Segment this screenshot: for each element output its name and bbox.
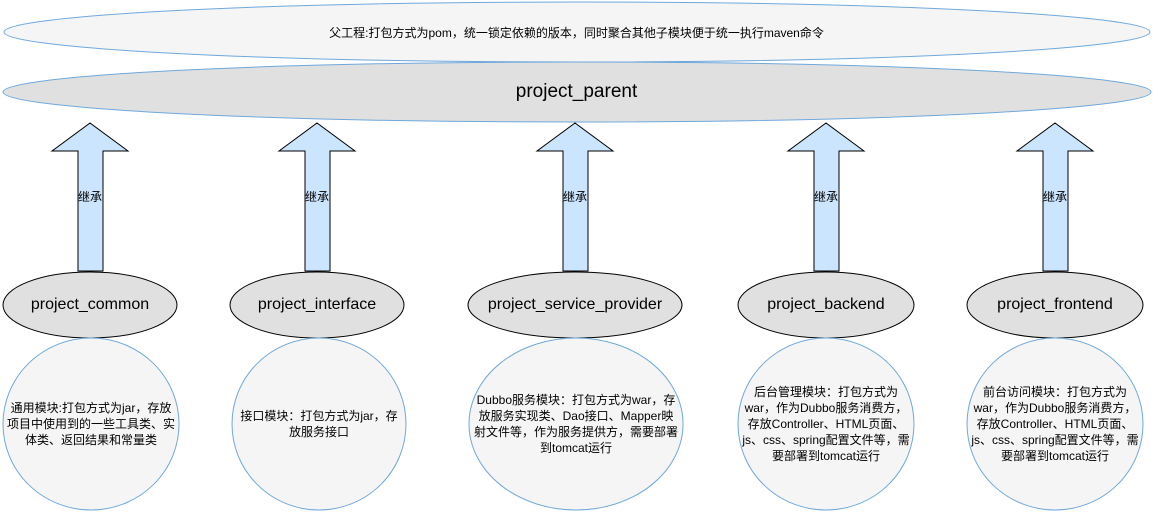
module-desc-service-provider: Dubbo服务模块：打包方式为war，存放服务实现类、Dao接口、Mapper映… xyxy=(473,393,678,455)
top-note-text: 父工程:打包方式为pom，统一锁定依赖的版本，同时聚合其他子模块便于统一执行ma… xyxy=(329,25,824,40)
inherit-arrow-3 xyxy=(535,122,615,272)
module-desc-backend: 后台管理模块：打包方式为war，作为Dubbo服务消费方，存放Controlle… xyxy=(742,385,910,463)
desc-ellipse-2 xyxy=(231,337,407,511)
inherit-label-2: 继承 xyxy=(304,189,329,204)
desc-ellipse-5 xyxy=(966,337,1144,511)
inherit-label-3: 继承 xyxy=(562,189,587,204)
module-label-backend: project_backend xyxy=(767,296,885,313)
module-desc-common: 通用模块:打包方式为jar，存放项目中使用到的一些工具类、实体类、返回结果和常量… xyxy=(7,401,176,447)
module-label-service-provider: project_service_provider xyxy=(487,296,663,313)
desc-ellipse-1 xyxy=(2,337,180,511)
module-label-interface: project_interface xyxy=(257,296,377,313)
inherit-arrow-2 xyxy=(277,122,357,272)
module-label-frontend: project_frontend xyxy=(997,296,1113,313)
inherit-label-1: 继承 xyxy=(77,189,102,204)
module-label-common: project_common xyxy=(30,296,150,313)
inherit-arrow-4 xyxy=(786,122,866,272)
parent-label: project_parent xyxy=(515,81,638,102)
module-desc-frontend: 前台访问模块：打包方式为war，作为Dubbo服务消费方，存放Controlle… xyxy=(971,385,1139,463)
module-desc-interface: 接口模块：打包方式为jar，存放服务接口 xyxy=(240,409,398,439)
inherit-arrow-1 xyxy=(50,122,130,272)
desc-ellipse-3 xyxy=(468,337,684,511)
parent-ellipse xyxy=(2,61,1152,123)
inherit-label-5: 继承 xyxy=(1042,189,1067,204)
inherit-label-4: 继承 xyxy=(813,189,838,204)
desc-ellipse-4 xyxy=(737,337,915,511)
inherit-arrow-5 xyxy=(1015,122,1095,272)
